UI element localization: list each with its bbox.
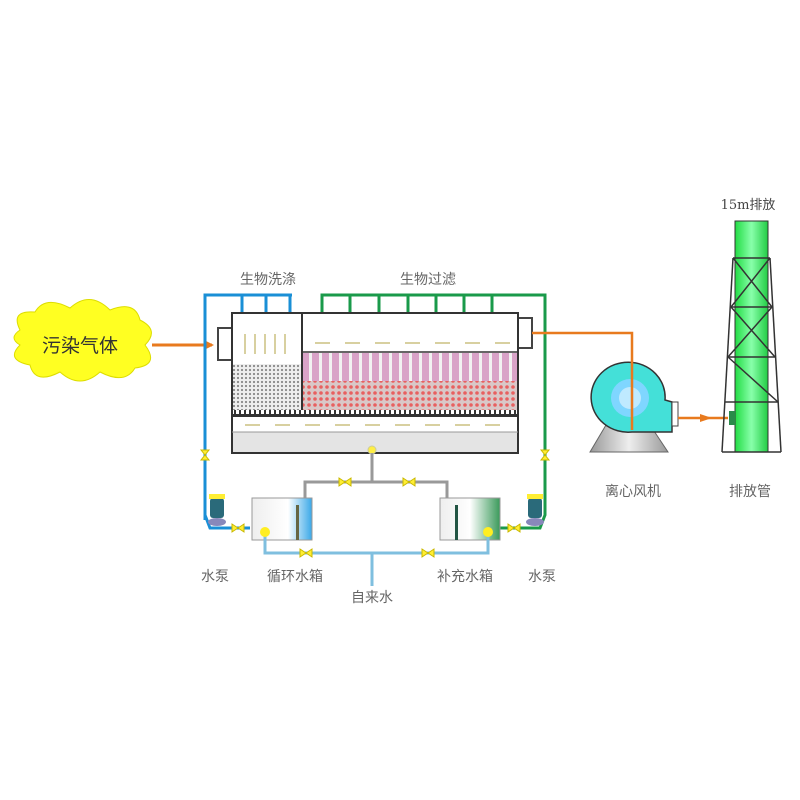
circulation-tank-label: 循环水箱: [267, 569, 323, 585]
exhaust-stack-label: 排放管: [729, 484, 771, 500]
bio-tower: [217, 312, 533, 455]
centrifugal-fan-label: 离心风机: [605, 483, 661, 500]
gas-outlet-pipe: [532, 331, 634, 430]
filter-media-upper: [303, 353, 517, 381]
pump-left-label: 水泵: [201, 569, 229, 585]
scrub-water-pipe: [203, 293, 292, 530]
tap-water-pipe: [263, 532, 490, 586]
bio-filtration-label: 生物过滤: [400, 272, 456, 288]
polluted-gas-label: 污染气体: [42, 335, 118, 357]
scrubbing-packing: [233, 364, 302, 410]
stack-height-label: 15m排放: [721, 198, 776, 213]
valve-icon[interactable]: [402, 477, 416, 487]
valve-icon[interactable]: [299, 548, 313, 558]
polluted-gas-cloud: 污染气体: [13, 299, 152, 382]
filter-media-lower: [303, 381, 517, 410]
flow-arrow-icon: [700, 414, 712, 422]
support-grid: [233, 410, 517, 417]
valve-icon[interactable]: [421, 548, 435, 558]
outlet-flange: [517, 317, 533, 349]
valves: [199, 449, 551, 558]
pump-right: [526, 494, 544, 526]
valve-icon[interactable]: [199, 449, 211, 461]
bio-scrubbing-label: 生物洗涤: [240, 272, 296, 288]
inlet-flange: [217, 327, 233, 361]
pump-right-label: 水泵: [528, 569, 556, 585]
return-pipe: [303, 453, 449, 535]
valve-icon[interactable]: [507, 523, 521, 533]
makeup-tank-label: 补充水箱: [437, 569, 493, 585]
pump-left: [208, 494, 226, 526]
valve-icon[interactable]: [231, 523, 245, 533]
centrifugal-fan: [589, 361, 679, 453]
tap-water-label: 自来水: [351, 590, 393, 606]
valve-icon[interactable]: [539, 449, 551, 461]
valve-icon[interactable]: [338, 477, 352, 487]
exhaust-stack: [721, 220, 782, 453]
